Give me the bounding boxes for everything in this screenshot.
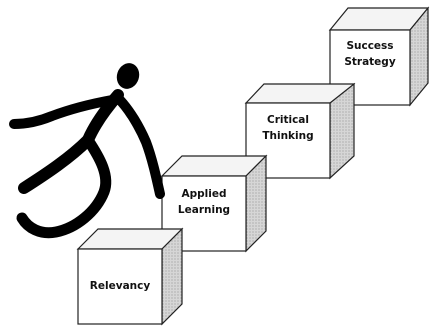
step-label-line: Applied	[181, 188, 227, 200]
step-critical-thinking	[244, 82, 356, 180]
step-label-line: Critical	[266, 114, 309, 126]
step-label-line: Strategy	[344, 56, 396, 68]
step-label-line: Success	[346, 40, 394, 52]
step-label-relevancy: Relevancy	[78, 278, 162, 294]
step-applied-learning	[160, 154, 268, 253]
step-relevancy	[76, 227, 184, 326]
step-label-critical-thinking: Critical Thinking	[246, 112, 330, 144]
step-label-line: Thinking	[262, 130, 314, 142]
running-figure-icon	[9, 63, 165, 239]
step-label-line: Relevancy	[89, 280, 151, 292]
step-label-success-strategy: Success Strategy	[330, 38, 410, 70]
step-label-applied-learning: Applied Learning	[162, 186, 246, 218]
step-label-line: Learning	[177, 204, 231, 216]
